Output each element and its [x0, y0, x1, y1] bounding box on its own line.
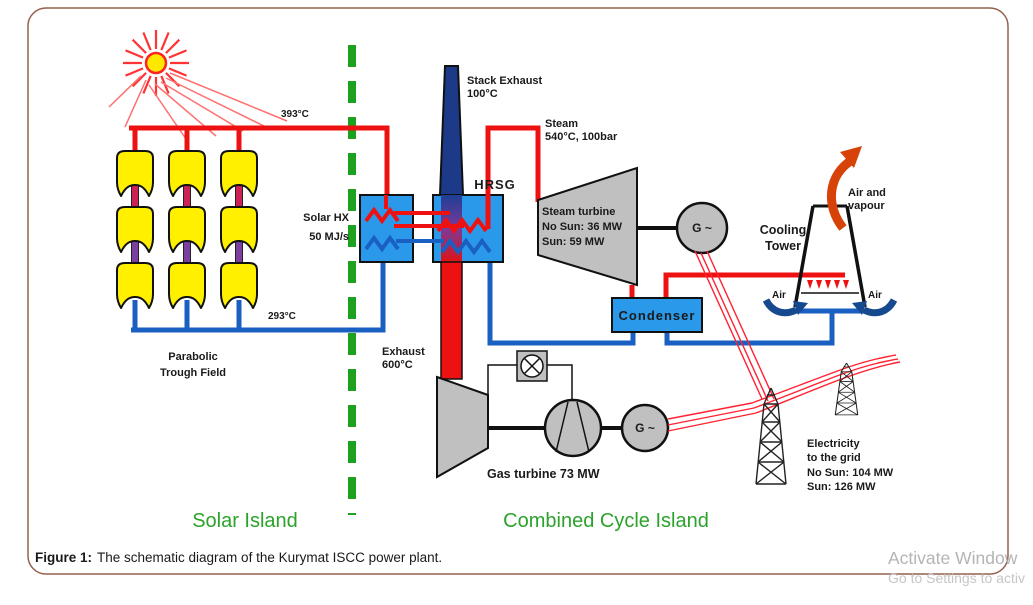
vapour-arrow-icon — [826, 146, 862, 231]
solar-hx-label-2: 50 MJ/s — [309, 231, 349, 243]
steam-generator-label: G ~ — [692, 221, 712, 235]
trough-field-label-1: Parabolic — [168, 351, 218, 363]
air-left-label: Air — [772, 290, 786, 301]
air-inlet-arrows — [762, 298, 898, 317]
solar-hx-label-1: Solar HX — [303, 212, 350, 224]
cold-temp-label: 293°C — [268, 311, 296, 322]
stack-label-2: 100°C — [467, 88, 498, 100]
parabolic-trough-collectors — [116, 150, 258, 309]
cooling-water-hot-pipe — [663, 272, 845, 298]
gas-generator-label: G ~ — [635, 421, 655, 435]
steam-generator — [675, 201, 729, 255]
steam-label-2: 540°C, 100bar — [545, 131, 618, 143]
hot-temp-label: 393°C — [281, 109, 309, 120]
trough-field-label-2: Trough Field — [160, 367, 226, 379]
gas-turbine-label: Gas turbine 73 MW — [487, 467, 600, 481]
cooling-tower — [793, 204, 867, 308]
grid-label-4: Sun: 126 MW — [807, 481, 876, 493]
steam-turbine-label-3: Sun: 59 MW — [542, 236, 605, 248]
cooling-tower-label-2: Tower — [765, 239, 801, 253]
gas-turbine-train — [436, 350, 670, 479]
exhaust-label-2: 600°C — [382, 359, 413, 371]
solar-island-label: Solar Island — [192, 510, 298, 532]
steam-pipe — [485, 125, 541, 229]
figure-border — [27, 7, 1009, 575]
condenser-box — [611, 297, 703, 333]
steam-turbine — [537, 166, 638, 287]
spray-arrows — [807, 280, 849, 289]
vapour-label-1: Air and — [848, 187, 886, 199]
gas-generator — [620, 403, 670, 453]
solar-field-cold-return-pipe — [131, 247, 386, 333]
solar-field-hot-header-pipe — [129, 125, 390, 197]
activate-windows-text: Activate Window — [888, 548, 1018, 568]
grid-label-3: No Sun: 104 MW — [807, 467, 894, 479]
grid-label-2: to the grid — [807, 452, 861, 464]
compressor — [543, 398, 603, 458]
gas-turbine-expander — [436, 375, 489, 479]
cooling-tower-label-1: Cooling — [760, 223, 807, 237]
figure-caption-text: The schematic diagram of the Kurymat ISC… — [97, 550, 442, 565]
go-to-settings-text: Go to Settings to activ — [888, 570, 1025, 587]
air-right-label: Air — [868, 290, 882, 301]
vapour-label-2: vapour — [848, 200, 885, 212]
condenser-label: Condenser — [619, 308, 696, 323]
hx-coils — [364, 195, 492, 256]
stack-label-1: Stack Exhaust — [467, 75, 543, 87]
feedwater-pipes — [487, 250, 867, 346]
steam-label-1: Steam — [545, 118, 578, 130]
exhaust-label-1: Exhaust — [382, 346, 425, 358]
steam-turbine-label-1: Steam turbine — [542, 206, 615, 218]
figure-caption-prefix: Figure 1: — [35, 550, 92, 565]
grid-label-1: Electricity — [807, 438, 860, 450]
steam-turbine-label-2: No Sun: 36 MW — [542, 221, 623, 233]
combined-cycle-island-label: Combined Cycle Island — [503, 510, 709, 532]
windows-activation-watermark: Activate Window Go to Settings to activ — [888, 548, 1025, 587]
hrsg-label: HRSG — [474, 177, 516, 192]
sun-icon — [108, 30, 288, 140]
